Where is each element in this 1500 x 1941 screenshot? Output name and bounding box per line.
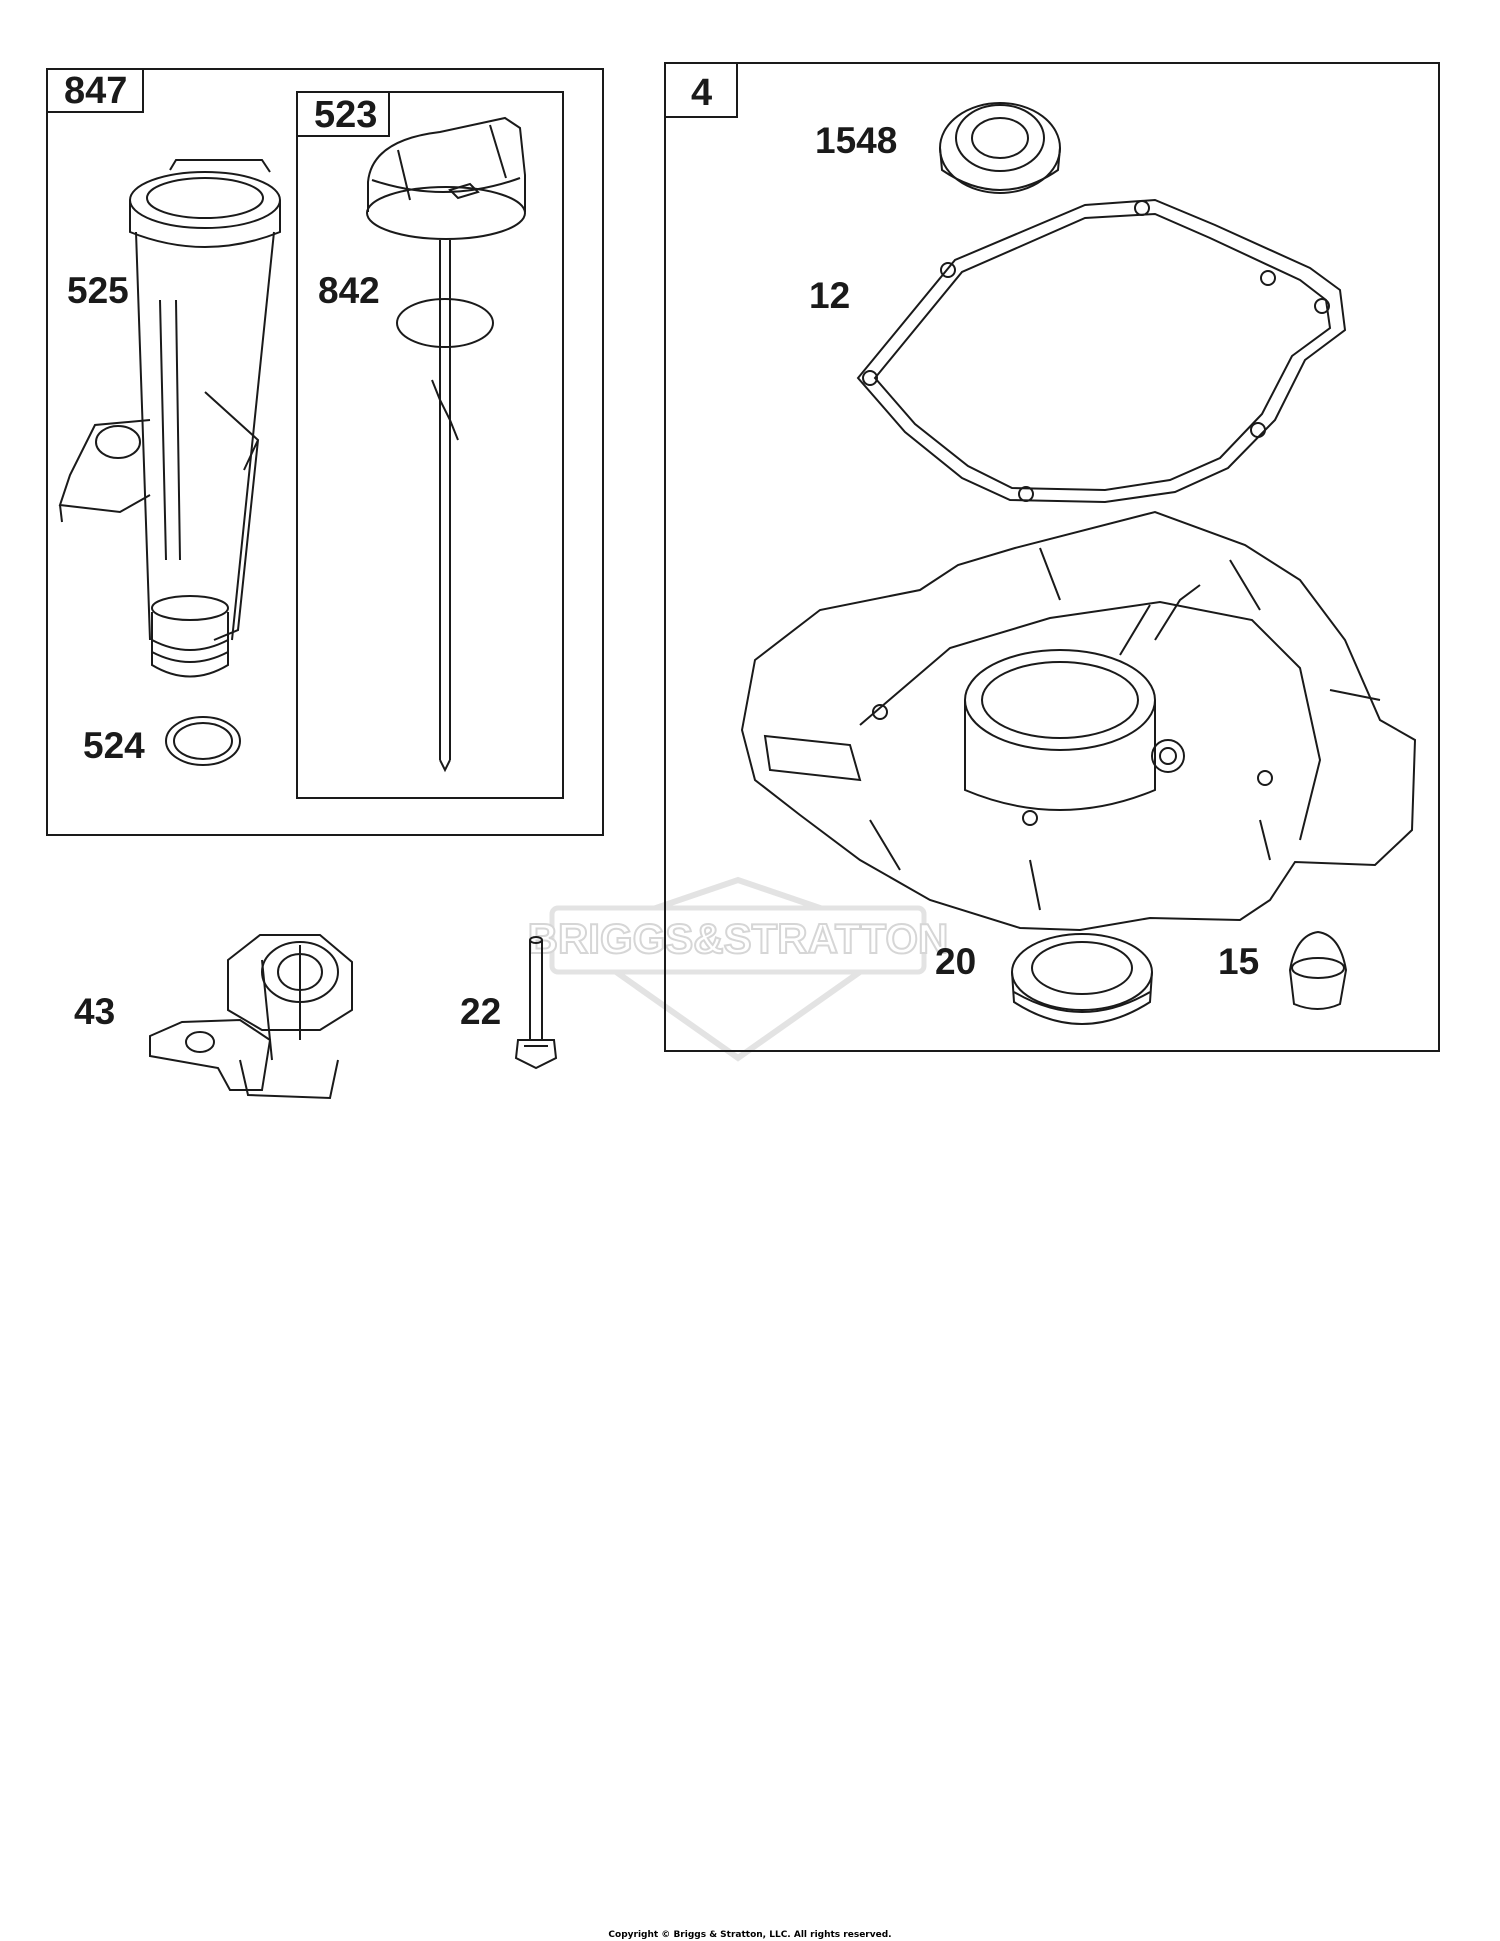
gasket-12-part <box>856 198 1347 504</box>
callout-43: 43 <box>74 991 116 1032</box>
group-box-523 <box>296 91 564 799</box>
callout-20: 20 <box>935 941 977 982</box>
group-tab-523 <box>296 91 390 137</box>
group-label-523: 523 <box>314 94 378 136</box>
bearing-1548-part <box>939 102 1061 194</box>
callout-15: 15 <box>1218 941 1260 982</box>
oil-fill-tube-part <box>58 159 281 678</box>
bolt-22-part <box>514 936 558 1070</box>
callout-525: 525 <box>67 270 129 311</box>
callout-12: 12 <box>809 275 851 316</box>
group-label-4: 4 <box>691 72 713 114</box>
group-box-847 <box>46 68 604 836</box>
group-label-847: 847 <box>64 70 128 112</box>
callout-1548: 1548 <box>815 120 898 161</box>
copyright-notice: Copyright © Briggs & Stratton, LLC. All … <box>608 1930 892 1940</box>
briggs-stratton-watermark-logo: BRIGGS&STRATTON <box>527 876 949 1062</box>
crankcase-cover-part <box>740 510 1417 932</box>
cap-plug-15-part <box>1288 930 1348 1010</box>
governor-assembly-43-part <box>149 934 353 1100</box>
o-ring-842-part <box>396 298 494 348</box>
callout-22: 22 <box>460 991 502 1032</box>
group-tab-4 <box>664 62 738 118</box>
group-tab-847 <box>46 68 144 113</box>
callout-842: 842 <box>318 270 380 311</box>
callout-524: 524 <box>83 725 145 766</box>
watermark-text: BRIGGS&STRATTON <box>528 915 949 962</box>
group-box-4 <box>664 62 1440 1052</box>
oil-seal-20-part <box>1011 933 1153 1025</box>
o-ring-524-part <box>165 716 241 766</box>
dipstick-cap-part <box>366 116 526 773</box>
